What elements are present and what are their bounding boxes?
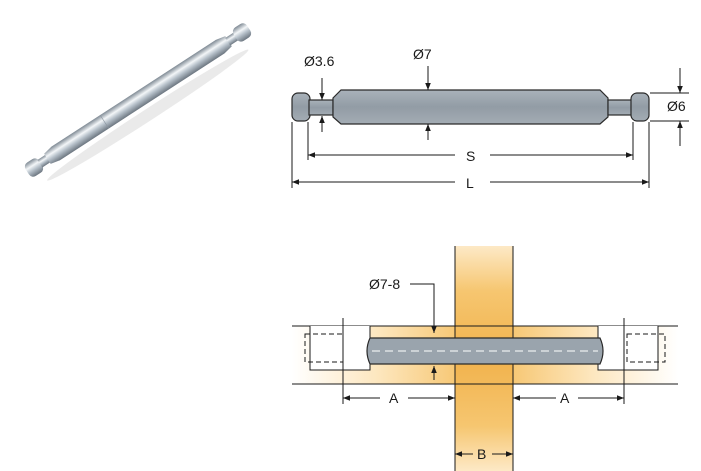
cam-bore-right bbox=[597, 326, 659, 371]
dim-label-l: L bbox=[466, 175, 474, 191]
dim-label-middle-diameter: Ø7 bbox=[413, 46, 432, 62]
bolt-dimension-drawing: Ø3.6 Ø7 Ø6 S L bbox=[291, 46, 689, 191]
dim-label-s: S bbox=[466, 148, 475, 164]
dim-label-end-diameter: Ø6 bbox=[667, 98, 686, 114]
bolt-photo bbox=[24, 23, 252, 181]
dim-label-bore: Ø7-8 bbox=[369, 276, 400, 292]
dim-label-a-right: A bbox=[560, 390, 570, 406]
bolt-side-view bbox=[291, 89, 650, 125]
installation-diagram: Ø7-8 A A B bbox=[292, 246, 678, 471]
dim-label-b: B bbox=[477, 446, 486, 462]
cam-bore-left bbox=[309, 326, 371, 371]
installed-bolt bbox=[366, 337, 604, 365]
dim-label-small-diameter: Ø3.6 bbox=[304, 53, 335, 69]
dim-label-a-left: A bbox=[389, 390, 399, 406]
